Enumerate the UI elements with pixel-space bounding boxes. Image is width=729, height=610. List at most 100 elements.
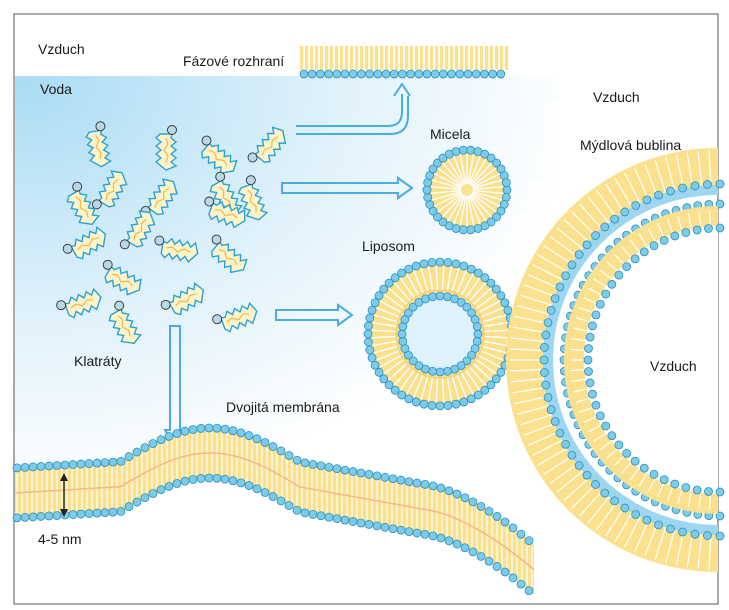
clathrate: [66, 181, 100, 226]
lipid-head: [404, 394, 414, 404]
lipid-head: [582, 470, 592, 480]
lipid-tail: [163, 137, 169, 163]
lipid-head: [428, 164, 438, 174]
lipid-head: [332, 69, 342, 79]
lipid-head: [367, 305, 377, 315]
lipid-tail: [427, 377, 434, 402]
label-air-right: Vzduch: [593, 89, 640, 105]
lipid-tail: [446, 377, 453, 402]
lipid-head: [56, 300, 67, 311]
lipid-head: [492, 512, 502, 521]
lipid-head: [681, 228, 691, 237]
lipid-head: [308, 509, 318, 519]
lipid-head: [444, 221, 454, 231]
clathrate-cage: [97, 170, 128, 208]
lipid-head: [84, 509, 94, 518]
lipid-head: [156, 435, 166, 445]
lipid-head: [516, 579, 526, 589]
lipid-head: [204, 473, 214, 483]
lipid-head: [268, 442, 278, 451]
lipid-head: [630, 254, 640, 264]
lipid-head: [284, 501, 294, 510]
lipid-head: [622, 262, 632, 272]
clathrate: [204, 196, 246, 229]
lipid-head: [567, 450, 577, 460]
soap-bubble: [506, 148, 725, 572]
lipid-tail: [442, 193, 464, 218]
lipid-tail: [434, 192, 462, 207]
clathrate: [247, 126, 287, 163]
lipid-tail: [247, 189, 257, 213]
lipid-head: [681, 483, 691, 492]
lipid-head: [456, 298, 466, 307]
lipid-head: [438, 153, 448, 163]
lipid-head: [468, 497, 478, 507]
lipid-head: [397, 390, 407, 400]
lipid-head: [473, 329, 483, 339]
lipid-head: [501, 178, 511, 188]
lipid-tail: [459, 154, 467, 185]
lipid-tail: [372, 340, 397, 347]
lipid-head: [585, 332, 595, 342]
lipid-tail: [472, 362, 492, 380]
lipid-head: [567, 260, 577, 270]
lipid-tail: [638, 474, 647, 487]
lipid-head: [620, 503, 630, 513]
lipid-tail: [117, 315, 131, 337]
label-liposome: Liposom: [362, 238, 415, 254]
lipid-tail: [406, 372, 420, 394]
lipid-head: [480, 385, 490, 395]
lipid-head: [20, 462, 30, 472]
lipid-tail: [606, 261, 618, 272]
lipid-head: [397, 268, 407, 278]
lipid-head: [419, 399, 429, 409]
lipid-tail: [175, 293, 197, 307]
lipid-tail: [482, 314, 506, 323]
lipid-tail: [556, 466, 589, 493]
lipid-tail: [624, 511, 644, 548]
lipid-head: [132, 447, 142, 457]
lipid-tail: [697, 529, 703, 569]
lipid-head: [212, 423, 222, 433]
clathrate: [160, 282, 205, 316]
lipid-head: [390, 273, 400, 283]
lipid-tail: [154, 187, 170, 209]
lipid-tail: [472, 179, 502, 190]
lipid-head: [546, 405, 556, 414]
lipid-head: [260, 438, 270, 447]
lipid-head: [180, 476, 190, 486]
lipid-head: [164, 431, 174, 441]
lipid-head: [600, 222, 610, 232]
lipid-head: [591, 231, 600, 240]
lipid-tail: [467, 195, 475, 226]
lipid-head: [236, 478, 246, 488]
lipid-head: [642, 195, 652, 205]
lipid-head: [435, 401, 445, 411]
clathrate: [85, 121, 113, 168]
lipid-head: [348, 517, 358, 526]
lipid-head: [220, 424, 230, 434]
lipid-head: [472, 322, 482, 331]
lipid-head: [543, 393, 553, 402]
lipid-tail: [657, 483, 665, 497]
lipid-tail: [456, 270, 467, 294]
clathrate: [154, 125, 178, 171]
lipid-head: [492, 562, 502, 571]
lipid-tail: [427, 266, 434, 291]
lipid-tail: [453, 195, 466, 224]
clathrate-cage: [219, 301, 258, 333]
lipid-head: [419, 259, 429, 269]
label-water: Voda: [40, 81, 72, 97]
lipid-head: [423, 192, 433, 202]
clathrate: [91, 170, 128, 210]
lipid-head: [451, 147, 461, 156]
lipid-head: [404, 308, 413, 318]
lipid-head: [12, 513, 22, 523]
lipid-head: [76, 459, 86, 469]
lipid-head: [555, 282, 565, 292]
lipid-head: [20, 513, 30, 522]
lipid-head: [36, 462, 46, 471]
lipid-head: [370, 360, 380, 370]
lipid-head: [543, 318, 553, 327]
lipid-head: [541, 380, 551, 390]
